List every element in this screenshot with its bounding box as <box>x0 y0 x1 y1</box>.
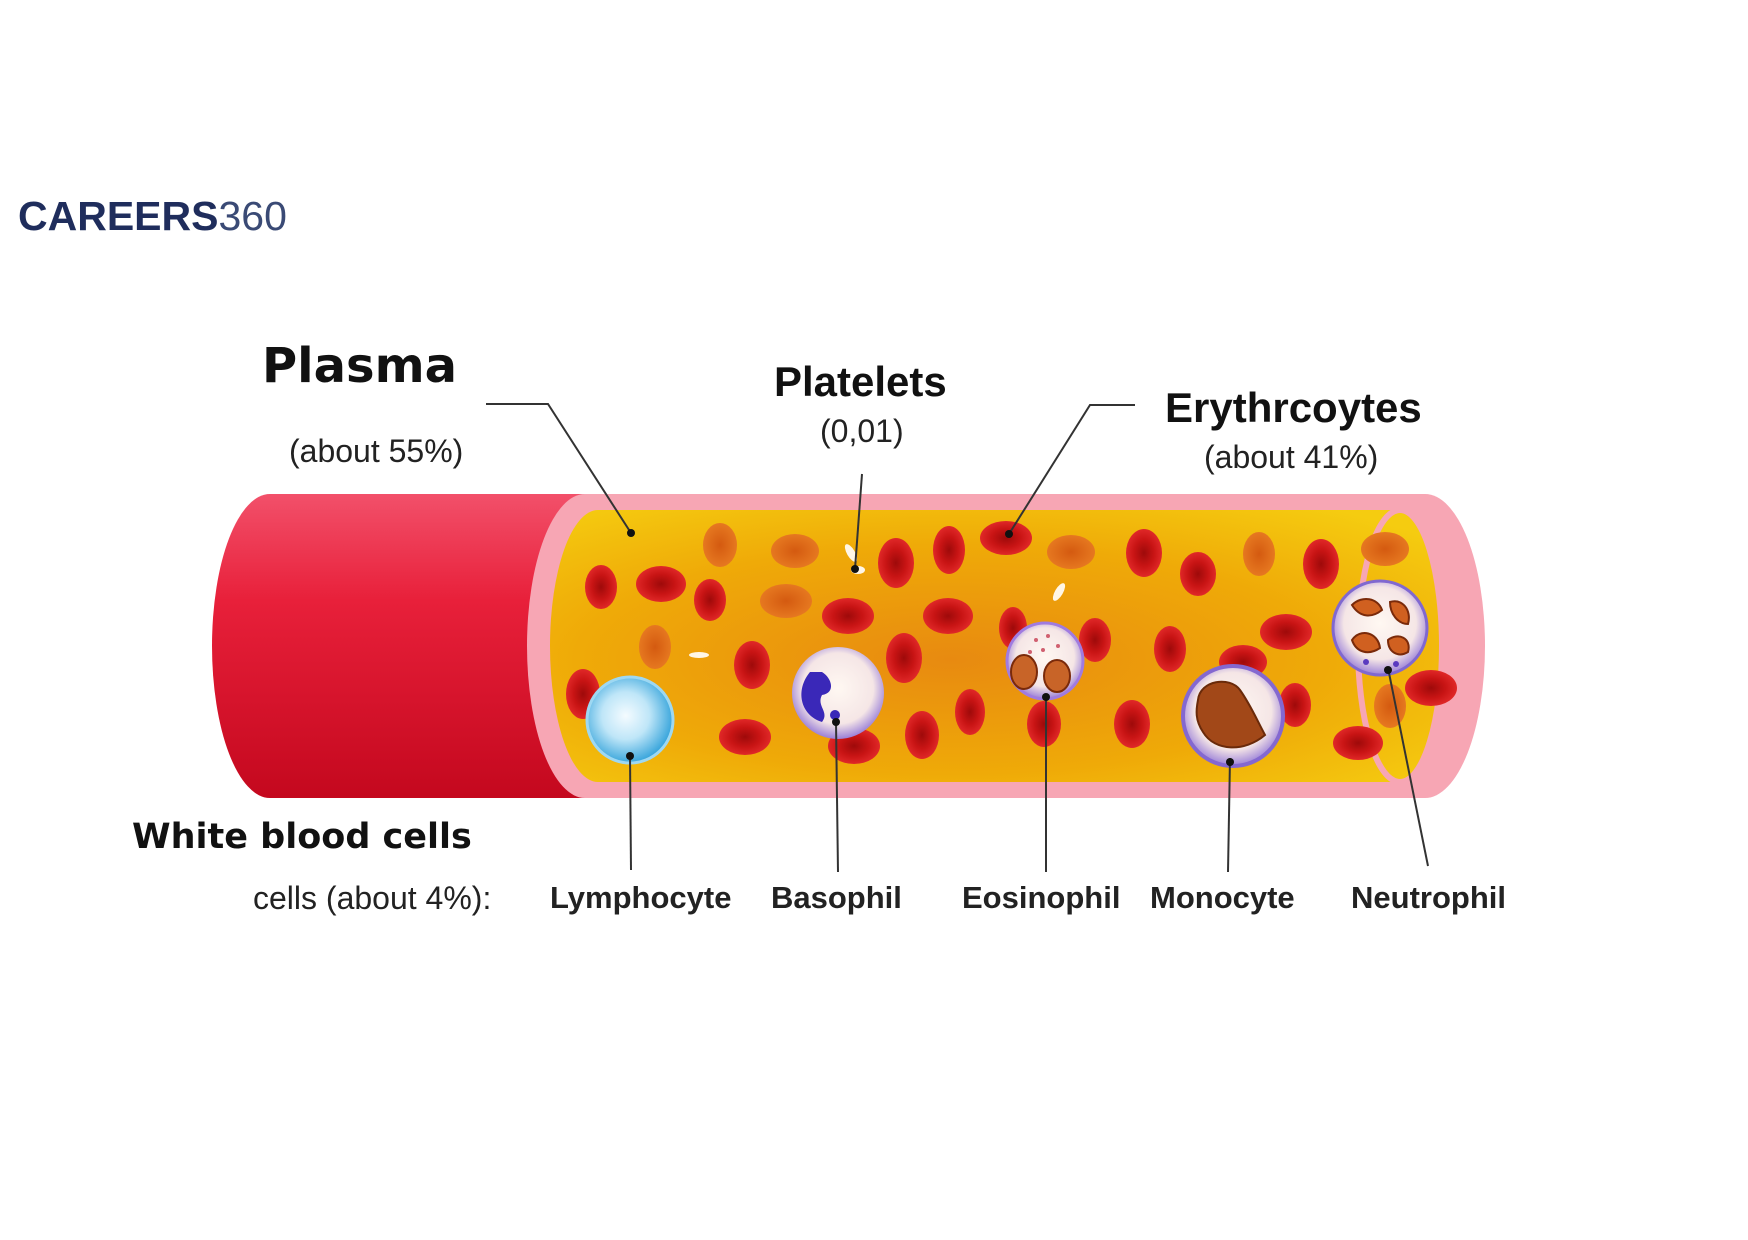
basophil-label: Basophil <box>771 880 902 915</box>
platelets-value: (0,01) <box>820 413 904 449</box>
neutrophil-label: Neutrophil <box>1351 880 1506 915</box>
white-blood-cells-percentage: cells (about 4%): <box>253 880 492 916</box>
platelets-label: Platelets <box>774 358 947 405</box>
leader-lines <box>486 403 1429 873</box>
red-blood-cells <box>566 521 1457 764</box>
erythrocytes-leader-line <box>1008 404 1135 535</box>
white-blood-cells-label: White blood cells <box>132 817 472 857</box>
basophil-leader-line <box>835 721 839 873</box>
careers360-logo: CAREERS360 <box>18 193 287 239</box>
neutrophil-leader-line <box>1387 667 1429 867</box>
lymphocyte-leader-line <box>629 755 632 871</box>
eosinophil-cell <box>1005 621 1085 701</box>
leader-dots <box>626 529 1392 766</box>
neutrophil-cell <box>1331 579 1429 677</box>
monocyte-leader-line <box>1227 757 1231 873</box>
plasma-percentage: (about 55%) <box>289 433 464 469</box>
plasma-leader-line <box>486 403 632 534</box>
erythrocytes-percentage: (about 41%) <box>1204 439 1379 475</box>
monocyte-cell <box>1181 664 1285 768</box>
lymphocyte-cell <box>585 675 675 765</box>
platelets-leader-line <box>854 473 863 570</box>
erythrocytes-label: Erythrcoytes <box>1165 384 1422 431</box>
monocyte-label: Monocyte <box>1150 880 1295 915</box>
basophil-cell <box>792 647 884 739</box>
lymphocyte-label: Lymphocyte <box>550 880 732 915</box>
eosinophil-label: Eosinophil <box>962 880 1121 915</box>
plasma-label: Plasma <box>262 338 457 394</box>
